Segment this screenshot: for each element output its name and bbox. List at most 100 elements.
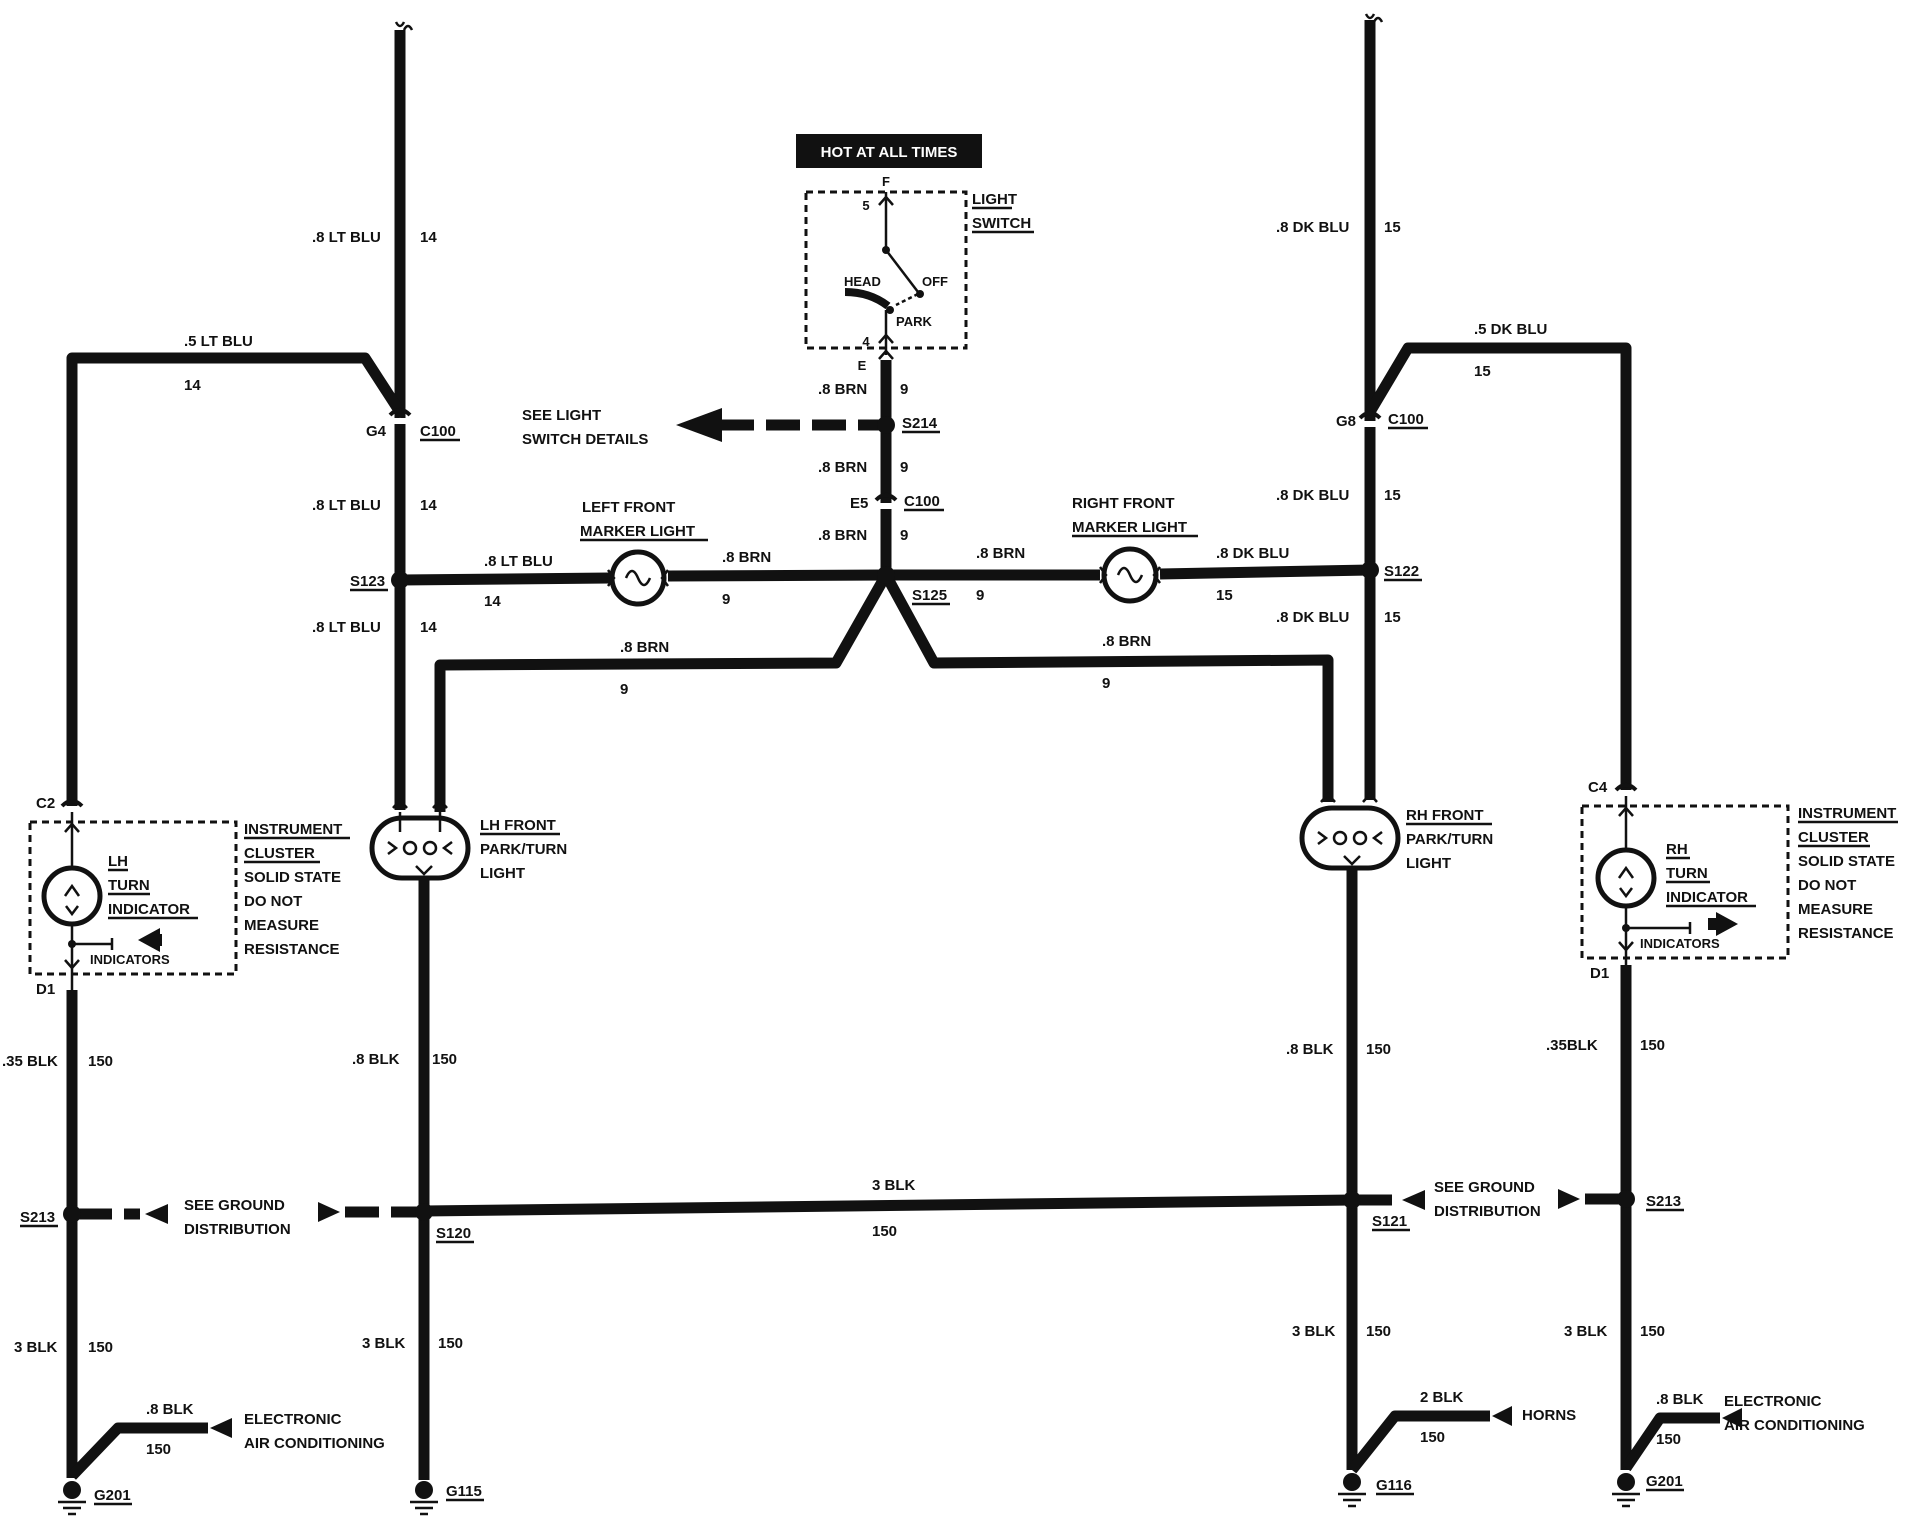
lh-instrument-cluster: INDICATORS LH TURN INDICATOR INSTRUMENT … — [28, 795, 350, 998]
label-s125: S125 — [912, 587, 947, 604]
light-switch-title-2: SWITCH — [972, 215, 1031, 232]
circuit-9-rdiag: 9 — [1102, 675, 1110, 692]
wire-labels: .8 LT BLU 14 .5 LT BLU 14 .8 LT BLU 14 .… — [2, 219, 1704, 1458]
left-marker-title-2: MARKER LIGHT — [580, 523, 695, 540]
circuit-150-rh: 150 — [1366, 1041, 1391, 1058]
label-s213-right: S213 — [1646, 1193, 1681, 1210]
pin-5: 5 — [862, 198, 869, 213]
rh-pin-d1: D1 — [1590, 965, 1609, 982]
wire-ltblu-top: .8 LT BLU — [312, 229, 381, 246]
rh-cluster-title-1: INSTRUMENT — [1798, 805, 1896, 822]
ground-g116 — [1338, 1473, 1366, 1508]
circuit-150-35r: 150 — [1640, 1037, 1665, 1054]
lh-cluster-title-1: INSTRUMENT — [244, 821, 342, 838]
circuit-150-2blk: 150 — [1420, 1429, 1445, 1446]
circuit-150-3lh: 150 — [438, 1335, 463, 1352]
circuit-15-low: 15 — [1384, 609, 1401, 626]
label-c100-left: C100 — [420, 423, 456, 440]
label-s213-left: S213 — [20, 1209, 55, 1226]
eac-left-2: AIR CONDITIONING — [244, 1435, 385, 1452]
wire-dkblu-rm: .8 DK BLU — [1216, 545, 1289, 562]
lh-cluster-note-3: MEASURE — [244, 917, 319, 934]
wire-35blk-left: .35 BLK — [2, 1053, 58, 1070]
wire-brn-lm: .8 BRN — [722, 549, 771, 566]
wire-8blk-lh: .8 BLK — [352, 1051, 400, 1068]
wire-ltblu-mid: .8 LT BLU — [312, 497, 381, 514]
circuit-9-c100: 9 — [900, 527, 908, 544]
circuit-9-e: 9 — [900, 381, 908, 398]
off-label: OFF — [922, 274, 948, 289]
ground-g201-left — [58, 1481, 86, 1516]
circuit-9-s214: 9 — [900, 459, 908, 476]
pin-e: E — [858, 358, 867, 373]
circuit-9-rm: 9 — [976, 587, 984, 604]
circuit-14-top: 14 — [420, 229, 437, 246]
lh-ind-1: LH — [108, 853, 128, 870]
rh-instrument-cluster: INDICATORS RH TURN INDICATOR INSTRUMENT … — [1580, 779, 1898, 982]
circuit-9-ldiag: 9 — [620, 681, 628, 698]
wire-brn-ldiag: .8 BRN — [620, 639, 669, 656]
lh-pin-c2: C2 — [36, 795, 55, 812]
wire-dkblu-top: .8 DK BLU — [1276, 219, 1349, 236]
circuit-150-35l: 150 — [88, 1053, 113, 1070]
ground-dist-right-2: DISTRIBUTION — [1434, 1203, 1541, 1220]
circuit-14-mid: 14 — [420, 497, 437, 514]
label-g201-right: G201 — [1646, 1473, 1683, 1490]
wire-5dkblu: .5 DK BLU — [1474, 321, 1547, 338]
wires — [66, 13, 1720, 1480]
ground-g115 — [410, 1481, 438, 1516]
lh-pin-d1: D1 — [36, 981, 55, 998]
label-c100-right: C100 — [1388, 411, 1424, 428]
wire-8blk-eac-left: .8 BLK — [146, 1401, 194, 1418]
hot-label: HOT AT ALL TIMES — [821, 144, 958, 161]
label-g4: G4 — [366, 423, 387, 440]
circuit-150-3r: 150 — [1640, 1323, 1665, 1340]
splices — [63, 416, 1635, 1223]
label-s214: S214 — [902, 415, 938, 432]
label-c100-center: C100 — [904, 493, 940, 510]
label-g115: G115 — [446, 1483, 482, 1500]
rh-front-title-3: LIGHT — [1406, 855, 1451, 872]
wire-2blk: 2 BLK — [1420, 1389, 1464, 1406]
circuit-15-mid: 15 — [1384, 487, 1401, 504]
right-marker-title-2: MARKER LIGHT — [1072, 519, 1187, 536]
rh-front-title-1: RH FRONT — [1406, 807, 1484, 824]
wire-35blk-right: .35BLK — [1546, 1037, 1598, 1054]
wire-3blk-right: 3 BLK — [1564, 1323, 1608, 1340]
wire-ltblu-low: .8 LT BLU — [312, 619, 381, 636]
left-front-marker-light: LEFT FRONT MARKER LIGHT — [580, 499, 708, 607]
wire-3blk-left: 3 BLK — [14, 1339, 58, 1356]
label-s120: S120 — [436, 1225, 471, 1242]
ground-g201-right — [1612, 1473, 1640, 1508]
rh-front-title-2: PARK/TURN — [1406, 831, 1493, 848]
right-front-marker-light: RIGHT FRONT MARKER LIGHT — [1072, 495, 1198, 604]
wire-8blk-eac-right: .8 BLK — [1656, 1391, 1704, 1408]
ground-dist-left-1: SEE GROUND — [184, 1197, 285, 1214]
light-switch-title-1: LIGHT — [972, 191, 1017, 208]
rh-cluster-title-2: CLUSTER — [1798, 829, 1869, 846]
lh-front-title-1: LH FRONT — [480, 817, 556, 834]
rh-indicators-label: INDICATORS — [1640, 936, 1720, 951]
wire-dkblu-low: .8 DK BLU — [1276, 609, 1349, 626]
lh-cluster-note-4: RESISTANCE — [244, 941, 340, 958]
eac-right-2: AIR CONDITIONING — [1724, 1417, 1865, 1434]
arrowheads — [145, 408, 1742, 1438]
circuit-15-5: 15 — [1474, 363, 1491, 380]
circuit-150-3l: 150 — [88, 1339, 113, 1356]
see-light-switch-line2: SWITCH DETAILS — [522, 431, 648, 448]
circuit-150-eac-left: 150 — [146, 1441, 171, 1458]
right-marker-title-1: RIGHT FRONT — [1072, 495, 1175, 512]
wire-8blk-rh: .8 BLK — [1286, 1041, 1334, 1058]
head-label: HEAD — [844, 274, 881, 289]
wire-brn-rm: .8 BRN — [976, 545, 1025, 562]
eac-left-1: ELECTRONIC — [244, 1411, 342, 1428]
pin-f: F — [882, 174, 890, 189]
wire-3blk-lh: 3 BLK — [362, 1335, 406, 1352]
label-g116: G116 — [1376, 1477, 1412, 1494]
label-e5: E5 — [850, 495, 868, 512]
wire-3blk-bus: 3 BLK — [872, 1177, 916, 1194]
label-g8: G8 — [1336, 413, 1356, 430]
circuit-150-bus: 150 — [872, 1223, 897, 1240]
lh-indicators-label: INDICATORS — [90, 952, 170, 967]
